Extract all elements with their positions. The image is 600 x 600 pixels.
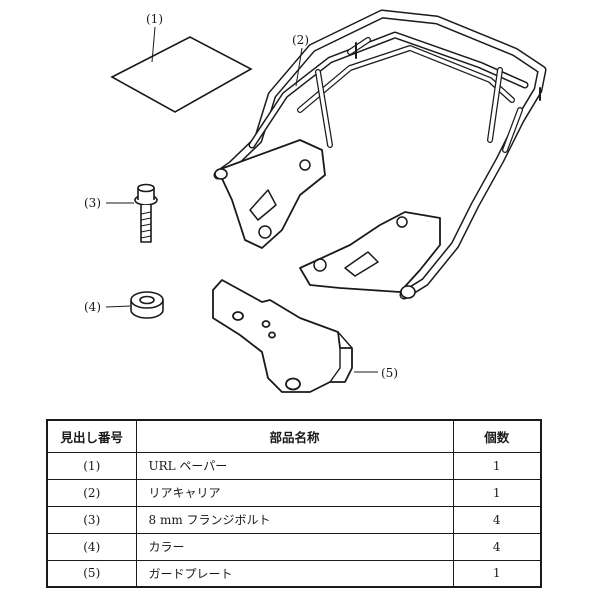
flange-bolt-drawing [134, 183, 158, 243]
callout-1: (1) [146, 12, 163, 26]
row-number: (3) [46, 505, 137, 534]
row-part-name: 8 mm フランジボルト [135, 505, 454, 534]
table-header-row: 見出し番号 部品名称 個数 [46, 419, 542, 453]
row-part-name: URL ペーパー [135, 451, 454, 480]
callout-1-leader [151, 26, 156, 63]
table-row: (1) URL ペーパー 1 [46, 451, 542, 480]
row-number: (4) [46, 532, 137, 561]
callout-5: (5) [381, 366, 398, 380]
row-quantity: 1 [452, 478, 542, 507]
row-number: (2) [46, 478, 137, 507]
row-part-name: リアキャリア [135, 478, 454, 507]
parts-illustration: (1) (2) (3) [84, 9, 547, 393]
callout-2: (2) [292, 33, 309, 47]
collar-drawing [130, 291, 164, 319]
guard-plate-drawing [212, 279, 353, 393]
row-part-name: ガードプレート [135, 559, 454, 588]
row-quantity: 1 [452, 451, 542, 480]
url-paper-drawing [110, 36, 253, 113]
parts-table: 見出し番号 部品名称 個数 (1) URL ペーパー 1 (2) リアキャリア … [46, 419, 542, 588]
row-quantity: 1 [452, 559, 542, 588]
callout-4: (4) [84, 300, 101, 314]
callout-2-leader [295, 47, 303, 87]
callout-3: (3) [84, 196, 101, 210]
header-part-name: 部品名称 [135, 419, 454, 453]
table-row: (3) 8 mm フランジボルト 4 [46, 505, 542, 534]
header-number: 見出し番号 [46, 419, 137, 453]
row-quantity: 4 [452, 505, 542, 534]
row-part-name: カラー [135, 532, 454, 561]
row-number: (5) [46, 559, 137, 588]
table-row: (5) ガードプレート 1 [46, 559, 542, 588]
table-row: (2) リアキャリア 1 [46, 478, 542, 507]
row-number: (1) [46, 451, 137, 480]
callout-4-leader [105, 305, 131, 308]
header-quantity: 個数 [452, 419, 542, 453]
row-quantity: 4 [452, 532, 542, 561]
table-row: (4) カラー 4 [46, 532, 542, 561]
rear-carrier-drawing [213, 9, 547, 300]
